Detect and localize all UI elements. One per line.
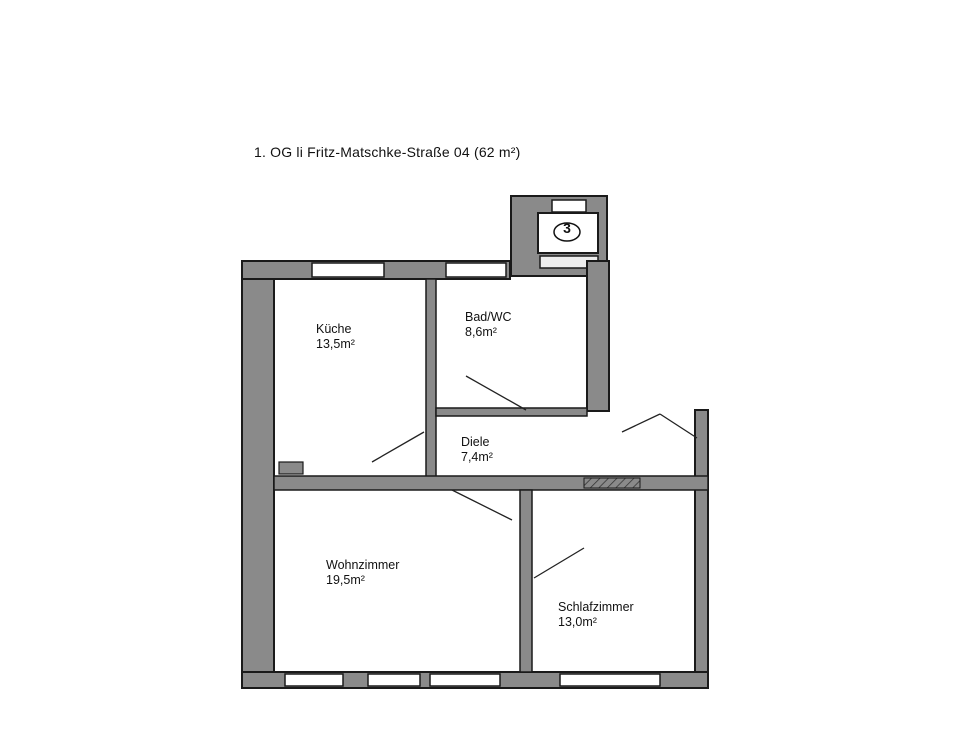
room-name: Schlafzimmer [558, 600, 634, 614]
room-name: Wohnzimmer [326, 558, 400, 572]
room-area: 13,0m² [558, 615, 597, 629]
room-bad-wc: Bad/WC 8,6m² [465, 310, 512, 340]
room-area: 13,5m² [316, 337, 355, 351]
room-name: Diele [461, 435, 490, 449]
room-schlafzimmer: Schlafzimmer 13,0m² [558, 600, 634, 630]
room-area: 19,5m² [326, 573, 365, 587]
room-area: 8,6m² [465, 325, 497, 339]
room-name: Küche [316, 322, 352, 336]
room-wohnzimmer: Wohnzimmer 19,5m² [326, 558, 399, 588]
room-kueche: Küche 13,5m² [316, 322, 355, 352]
plan-title: 1. OG li Fritz-Matschke-Straße 04 (62 m²… [254, 144, 521, 160]
room-diele: Diele 7,4m² [461, 435, 493, 465]
stair-number: 3 [563, 220, 571, 236]
room-name: Bad/WC [465, 310, 512, 324]
door-swings [371, 375, 698, 579]
room-area: 7,4m² [461, 450, 493, 464]
windows [284, 262, 661, 687]
